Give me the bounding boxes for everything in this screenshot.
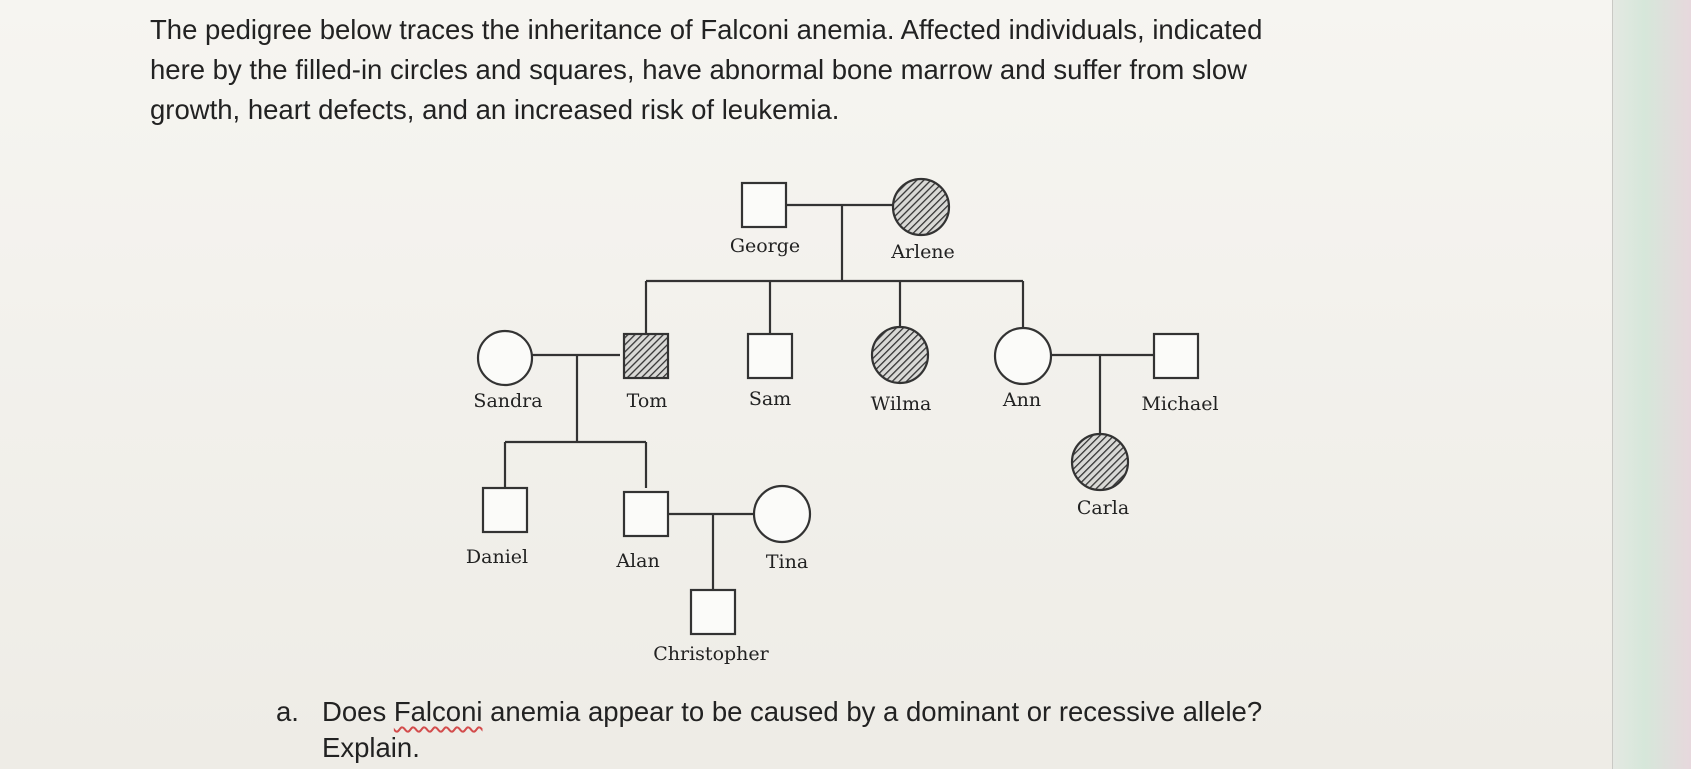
intro-line-3: growth, heart defects, and an increased … — [150, 94, 840, 125]
christopher-square — [689, 588, 737, 636]
question-text-before: Does — [322, 696, 394, 727]
ann-circle — [993, 326, 1053, 386]
pedigree-lines — [503, 203, 1154, 590]
question-line-2: Explain. — [322, 732, 420, 763]
sandra-circle — [476, 329, 534, 387]
sam-square — [746, 332, 794, 380]
intro-line-2: here by the filled-in circles and square… — [150, 54, 1247, 85]
label-daniel: Daniel — [466, 546, 528, 568]
wilma-circle — [870, 325, 930, 385]
daniel-square — [481, 486, 529, 534]
label-ann: Ann — [1002, 389, 1041, 411]
tom-square — [622, 332, 670, 380]
arlene-circle — [891, 177, 951, 237]
michael-square — [1152, 332, 1200, 380]
label-christopher: Christopher — [653, 643, 769, 665]
panel-border — [1612, 0, 1613, 769]
label-arlene: Arlene — [890, 241, 955, 263]
label-tom: Tom — [627, 390, 668, 412]
george-square — [740, 181, 788, 229]
tina-circle — [752, 484, 812, 544]
intro-paragraph: The pedigree below traces the inheritanc… — [150, 10, 1420, 130]
label-wilma: Wilma — [871, 393, 932, 415]
spellcheck-flagged-word[interactable]: Falconi — [393, 696, 483, 727]
intro-line-1: The pedigree below traces the inheritanc… — [150, 14, 1263, 45]
carla-circle — [1070, 432, 1130, 492]
label-tina: Tina — [766, 551, 808, 573]
label-sam: Sam — [749, 388, 791, 410]
label-michael: Michael — [1141, 393, 1218, 415]
label-carla: Carla — [1077, 497, 1129, 519]
alan-square — [622, 490, 670, 538]
question-line-1: a. Does Falconi anemia appear to be cause… — [276, 694, 1456, 730]
question-marker: a. — [276, 696, 299, 727]
question-text-after: anemia appear to be caused by a dominant… — [482, 696, 1263, 727]
label-george: George — [730, 235, 800, 257]
question-a: a. Does Falconi anemia appear to be cause… — [276, 694, 1456, 766]
label-sandra: Sandra — [473, 390, 542, 412]
label-alan: Alan — [615, 550, 659, 572]
right-edge-panel — [1613, 0, 1691, 769]
